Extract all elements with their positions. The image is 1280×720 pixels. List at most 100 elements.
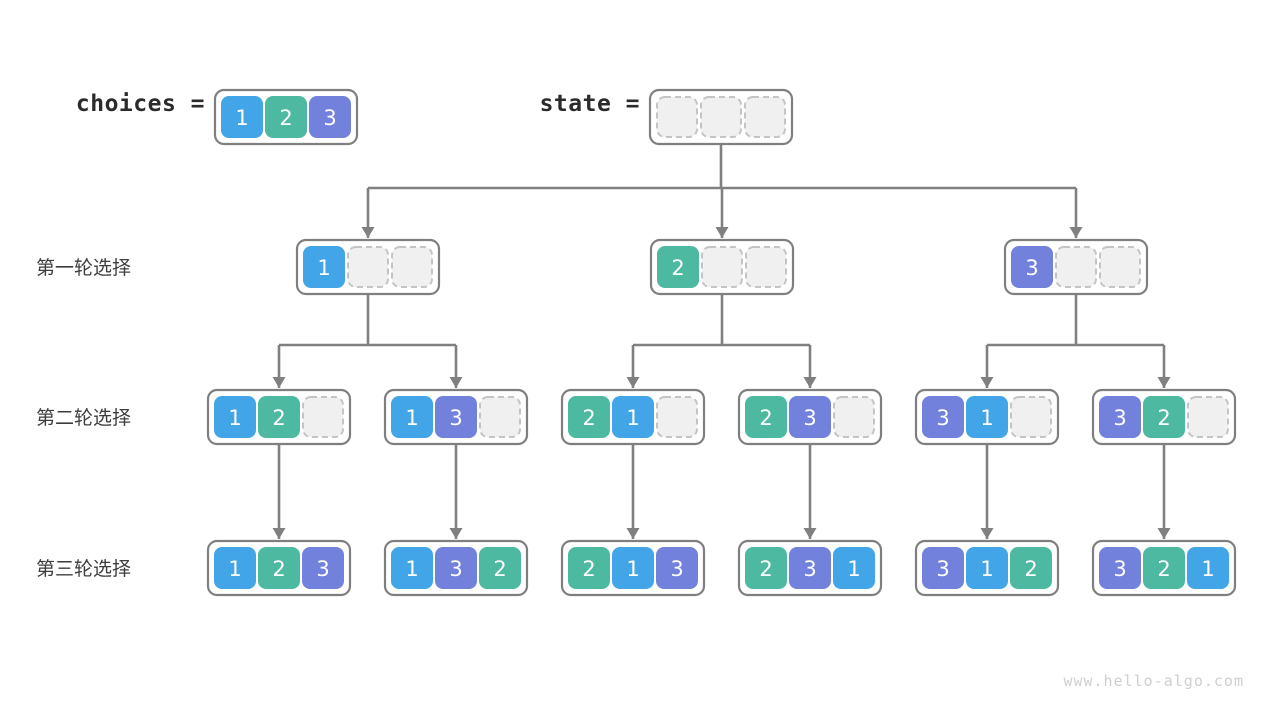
array-cell-empty bbox=[302, 396, 344, 438]
array-cell-filled bbox=[391, 396, 433, 438]
array-cell-filled bbox=[1187, 547, 1229, 589]
array-cell-value: 1 bbox=[228, 557, 241, 581]
array-cell-filled bbox=[612, 396, 654, 438]
array-cell-filled bbox=[789, 396, 831, 438]
array-cell-empty bbox=[745, 246, 787, 288]
state-array bbox=[648, 88, 794, 146]
array-cell-value: 1 bbox=[228, 406, 241, 430]
array-cell-empty bbox=[656, 396, 698, 438]
array-cell-filled bbox=[309, 96, 351, 138]
array-cell-filled bbox=[657, 246, 699, 288]
arrow-head bbox=[1157, 528, 1171, 539]
tree-node-r3-3: 2 1 3 bbox=[560, 539, 706, 597]
array-cell-filled bbox=[966, 547, 1008, 589]
array-cell-filled bbox=[612, 547, 654, 589]
arrow-head bbox=[449, 528, 463, 539]
array-cell-value: 1 bbox=[980, 406, 993, 430]
array-cell-empty bbox=[701, 246, 743, 288]
array-cell-filled bbox=[656, 547, 698, 589]
array-cell-value: 3 bbox=[936, 406, 949, 430]
array-cell-value: 3 bbox=[1113, 406, 1126, 430]
array-cell-filled bbox=[922, 396, 964, 438]
array-cell-filled bbox=[258, 547, 300, 589]
label-layer: choices =state =第一轮选择第二轮选择第三轮选择www.hello… bbox=[36, 91, 1244, 690]
array-cell-value: 1 bbox=[626, 557, 639, 581]
array-cell-filled bbox=[302, 547, 344, 589]
tree-node-r1-3: 3 bbox=[1003, 238, 1149, 296]
watermark: www.hello-algo.com bbox=[1063, 672, 1244, 690]
array-cell-value: 2 bbox=[582, 557, 595, 581]
array-cell-value: 2 bbox=[279, 106, 292, 130]
array-cell-filled bbox=[1143, 547, 1185, 589]
array-cell-filled bbox=[789, 547, 831, 589]
array-cell-filled bbox=[1143, 396, 1185, 438]
array-cell-value: 1 bbox=[235, 106, 248, 130]
array-cell-value: 3 bbox=[316, 557, 329, 581]
arrow-head bbox=[272, 528, 286, 539]
tree-node-r3-2: 1 3 2 bbox=[383, 539, 529, 597]
array-cell-value: 2 bbox=[671, 256, 684, 280]
array-cell-filled bbox=[1099, 547, 1141, 589]
array-cell-filled bbox=[966, 396, 1008, 438]
array-cell-value: 1 bbox=[317, 256, 330, 280]
arrow-head bbox=[626, 528, 640, 539]
arrow-head bbox=[1157, 377, 1171, 388]
array-cell-value: 1 bbox=[1201, 557, 1214, 581]
array-cell-filled bbox=[221, 96, 263, 138]
array-cell-empty bbox=[700, 96, 742, 138]
array-cell-filled bbox=[435, 547, 477, 589]
array-cell-value: 1 bbox=[980, 557, 993, 581]
array-cell-value: 3 bbox=[670, 557, 683, 581]
connector-layer bbox=[272, 144, 1171, 539]
array-cell-value: 2 bbox=[1157, 557, 1170, 581]
array-cell-value: 2 bbox=[582, 406, 595, 430]
array-cell-filled bbox=[1099, 396, 1141, 438]
arrow-head bbox=[980, 528, 994, 539]
array-cell-value: 1 bbox=[405, 406, 418, 430]
array-cell-value: 3 bbox=[449, 557, 462, 581]
array-cell-value: 2 bbox=[493, 557, 506, 581]
array-cell-filled bbox=[568, 547, 610, 589]
arrow-head bbox=[272, 377, 286, 388]
array-cell-filled bbox=[265, 96, 307, 138]
array-cell-value: 2 bbox=[1157, 406, 1170, 430]
array-cell-filled bbox=[833, 547, 875, 589]
array-cell-value: 1 bbox=[405, 557, 418, 581]
array-cell-value: 1 bbox=[626, 406, 639, 430]
array-cell-value: 2 bbox=[1024, 557, 1037, 581]
row-label-2: 第二轮选择 bbox=[36, 407, 131, 429]
array-cell-empty bbox=[391, 246, 433, 288]
arrow-head bbox=[626, 377, 640, 388]
array-cell-filled bbox=[1010, 547, 1052, 589]
array-cell-filled bbox=[303, 246, 345, 288]
tree-node-r1-1: 1 bbox=[295, 238, 441, 296]
array-cell-filled bbox=[435, 396, 477, 438]
array-cell-filled bbox=[745, 396, 787, 438]
arrow-head bbox=[980, 377, 994, 388]
array-cell-empty bbox=[479, 396, 521, 438]
array-cell-value: 3 bbox=[803, 406, 816, 430]
array-cell-empty bbox=[833, 396, 875, 438]
array-cell-filled bbox=[922, 547, 964, 589]
array-cell-empty bbox=[1010, 396, 1052, 438]
array-cell-value: 2 bbox=[759, 406, 772, 430]
choices-label: choices = bbox=[76, 91, 205, 117]
array-cell-value: 1 bbox=[847, 557, 860, 581]
row-label-3: 第三轮选择 bbox=[36, 558, 131, 580]
array-cell-filled bbox=[479, 547, 521, 589]
arrow-head bbox=[1069, 227, 1083, 238]
array-cell-value: 3 bbox=[323, 106, 336, 130]
arrow-head bbox=[803, 528, 817, 539]
array-cell-empty bbox=[656, 96, 698, 138]
arrow-head bbox=[803, 377, 817, 388]
